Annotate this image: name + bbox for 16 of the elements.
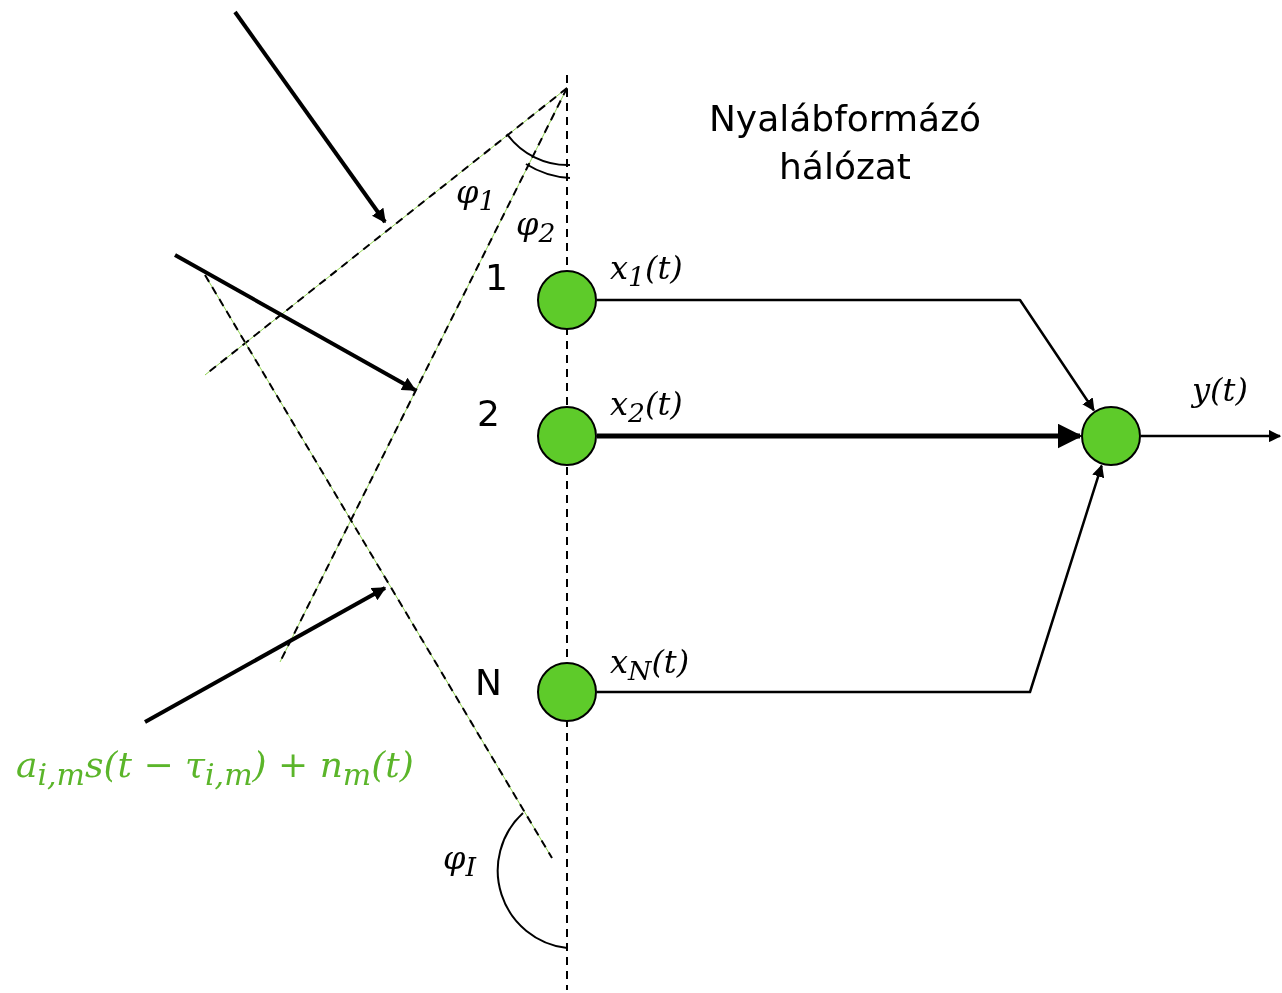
sensor-number: 2: [477, 396, 500, 432]
arrow: [1141, 429, 1282, 443]
arrow: [597, 423, 1083, 449]
network-title: Nyalábformázó hálózat: [707, 97, 983, 189]
arrow: [597, 464, 1105, 694]
signal-label: y(t): [1192, 370, 1248, 410]
angle-label: φ$_{1}$: [456, 172, 496, 219]
signal-label: x$_{2}$(t): [610, 384, 683, 431]
angle-label: φ$_{2}$: [516, 204, 556, 251]
arrow: [597, 298, 1095, 412]
signal-label: x$_{1}$(t): [610, 248, 683, 295]
sensor-number: N: [475, 665, 502, 701]
angle-label: φ$_{I}$: [443, 838, 476, 885]
signal-label: x$_{N}$(t): [610, 642, 690, 689]
signal-formula: a$_{i,m}$s(t − τ$_{i,m}$) + n$_{m}$(t): [16, 745, 414, 795]
sensor-number: 1: [485, 260, 508, 296]
